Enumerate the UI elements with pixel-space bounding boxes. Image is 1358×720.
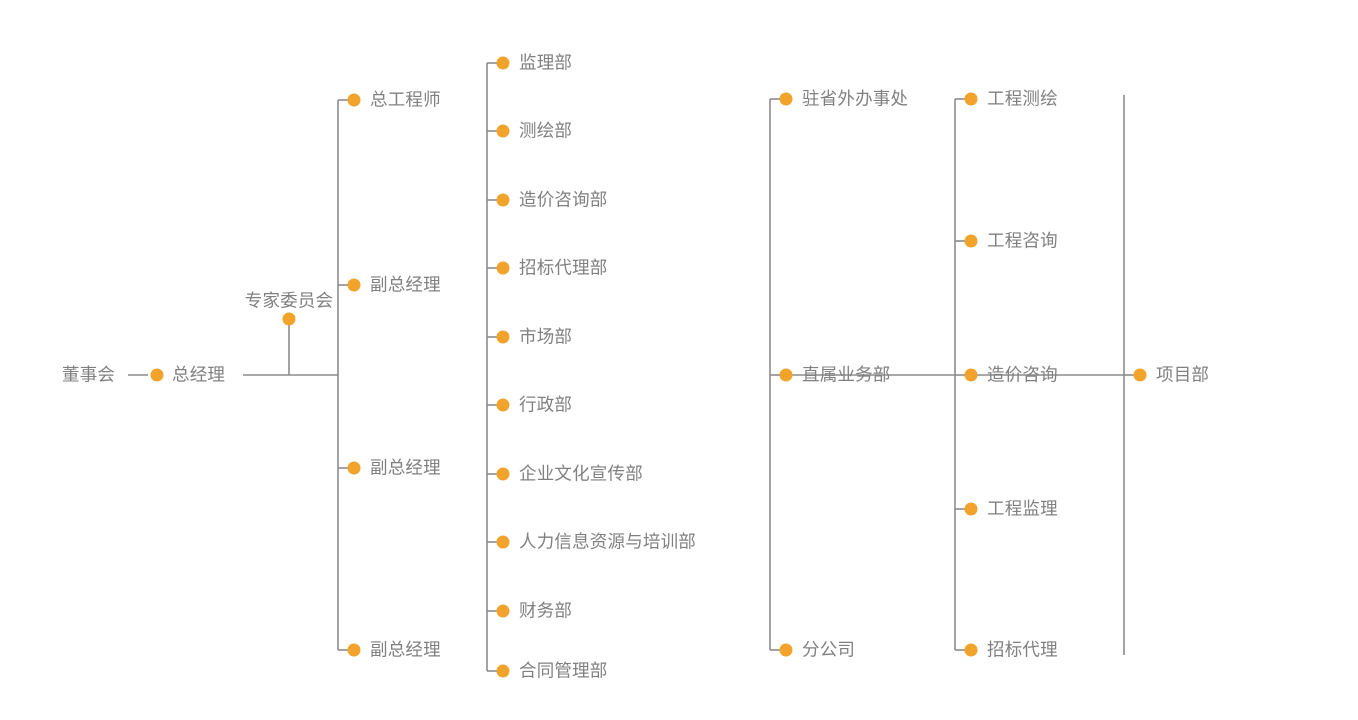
department-label-9: 合同管理部 xyxy=(519,660,608,681)
department-label-6: 企业文化宣传部 xyxy=(519,463,643,484)
department-dot-3[interactable] xyxy=(496,261,510,275)
level2-dot-2[interactable] xyxy=(347,461,361,475)
level2-dot-0[interactable] xyxy=(347,93,361,107)
department-label-4: 市场部 xyxy=(519,326,573,347)
department-dot-1[interactable] xyxy=(496,124,510,138)
department-label-5: 行政部 xyxy=(519,394,573,415)
level2-label-3: 副总经理 xyxy=(370,639,441,660)
node-general-manager-dot[interactable] xyxy=(150,368,164,382)
service-label-4: 招标代理 xyxy=(987,639,1058,660)
node-board-label: 董事会 xyxy=(62,364,116,385)
business-unit-dot-2[interactable] xyxy=(779,643,793,657)
department-dot-0[interactable] xyxy=(496,56,510,70)
business-unit-label-2: 分公司 xyxy=(802,639,856,660)
service-dot-2[interactable] xyxy=(964,368,978,382)
service-dot-1[interactable] xyxy=(964,234,978,248)
business-unit-label-1: 直属业务部 xyxy=(802,364,891,385)
project-label-0: 项目部 xyxy=(1156,364,1210,385)
service-label-2: 造价咨询 xyxy=(987,364,1058,385)
level2-dot-3[interactable] xyxy=(347,643,361,657)
department-dot-4[interactable] xyxy=(496,330,510,344)
department-label-1: 测绘部 xyxy=(519,120,573,141)
level2-label-0: 总工程师 xyxy=(370,89,441,110)
service-dot-4[interactable] xyxy=(964,643,978,657)
department-label-7: 人力信息资源与培训部 xyxy=(519,531,696,552)
level2-dot-1[interactable] xyxy=(347,278,361,292)
service-dot-0[interactable] xyxy=(964,92,978,106)
business-unit-dot-0[interactable] xyxy=(779,92,793,106)
service-label-0: 工程测绘 xyxy=(987,88,1058,109)
business-unit-dot-1[interactable] xyxy=(779,368,793,382)
node-general-manager-label: 总经理 xyxy=(172,364,226,385)
department-dot-5[interactable] xyxy=(496,398,510,412)
department-label-2: 造价咨询部 xyxy=(519,189,608,210)
department-label-8: 财务部 xyxy=(519,600,573,621)
department-label-3: 招标代理部 xyxy=(519,257,608,278)
service-dot-3[interactable] xyxy=(964,502,978,516)
business-unit-label-0: 驻省外办事处 xyxy=(802,88,909,109)
department-dot-7[interactable] xyxy=(496,535,510,549)
service-label-1: 工程咨询 xyxy=(987,230,1058,251)
service-label-3: 工程监理 xyxy=(987,498,1058,519)
project-dot-0[interactable] xyxy=(1133,368,1147,382)
node-expert-committee-label: 专家委员会 xyxy=(244,290,334,311)
department-dot-2[interactable] xyxy=(496,193,510,207)
department-dot-6[interactable] xyxy=(496,467,510,481)
level2-label-1: 副总经理 xyxy=(370,274,441,295)
department-dot-8[interactable] xyxy=(496,604,510,618)
node-expert-committee-dot[interactable] xyxy=(282,312,296,326)
department-dot-9[interactable] xyxy=(496,664,510,678)
department-label-0: 监理部 xyxy=(519,52,573,73)
level2-label-2: 副总经理 xyxy=(370,457,441,478)
